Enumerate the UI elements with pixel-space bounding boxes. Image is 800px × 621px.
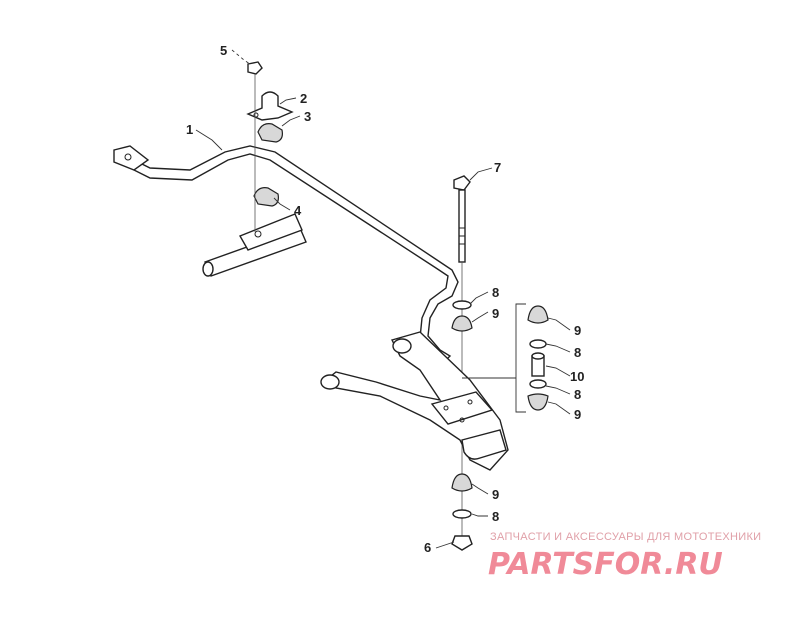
callout-2: 2 [300, 91, 307, 106]
bushing-upper [257, 123, 283, 143]
callout-4: 4 [294, 203, 302, 218]
callout-3: 3 [304, 109, 311, 124]
bushing-clamp [246, 91, 294, 121]
callout-5: 5 [220, 43, 227, 58]
bushing-link-upper [451, 315, 473, 332]
callout-9-upper: 9 [492, 306, 499, 321]
callout-9-stack-bottom: 9 [574, 407, 581, 422]
callout-labels: 1 2 3 4 5 6 7 8 9 9 8 10 8 9 9 8 [186, 43, 584, 555]
leader-lines [195, 49, 571, 549]
watermark: ЗАПЧАСТИ И АКСЕССУАРЫ ДЛЯ МОТОТЕХНИКИ PA… [488, 531, 761, 582]
callout-8-stack-bottom: 8 [574, 387, 581, 402]
washer-upper [452, 300, 472, 310]
watermark-logo: PARTSFOR.RU [488, 547, 723, 582]
callout-8-lower: 8 [492, 509, 499, 524]
callout-8-stack-top: 8 [574, 345, 581, 360]
callout-8-upper: 8 [492, 285, 499, 300]
washer-lower [452, 509, 472, 519]
sway-bar [113, 145, 459, 361]
lower-control-arm [320, 331, 509, 471]
callout-10: 10 [570, 369, 584, 384]
watermark-tagline: ЗАПЧАСТИ И АКСЕССУАРЫ ДЛЯ МОТОТЕХНИКИ [490, 531, 761, 543]
exploded-stack [462, 303, 549, 413]
callout-6: 6 [424, 540, 431, 555]
callout-7: 7 [494, 160, 501, 175]
bushing-link-lower [451, 473, 473, 492]
callout-9-stack-top: 9 [574, 323, 581, 338]
nut [451, 535, 473, 551]
callout-1: 1 [186, 122, 193, 137]
frame-tube [202, 213, 307, 277]
mount-bracket [253, 187, 279, 207]
callout-9-lower: 9 [492, 487, 499, 502]
screw [247, 61, 263, 232]
